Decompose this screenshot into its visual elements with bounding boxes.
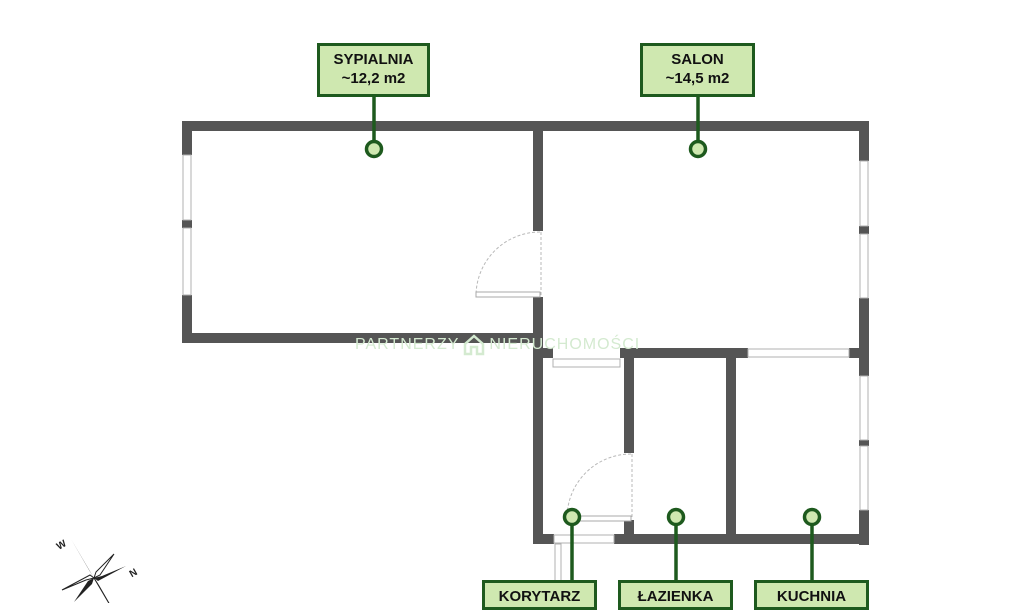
windows xyxy=(182,154,869,603)
wall-bottom xyxy=(614,534,869,544)
wall-right-lower xyxy=(859,440,869,446)
pin-salon xyxy=(688,139,708,159)
wall-right-bottom xyxy=(859,510,869,545)
wall-right-middle2 xyxy=(859,298,869,376)
window-kitchen-2 xyxy=(859,445,869,511)
room-name: KUCHNIA xyxy=(776,588,847,605)
watermark-right: NIERUCHOMOŚCI xyxy=(489,336,641,353)
wall-left-middle xyxy=(182,220,192,228)
room-area: ~14,5 m2 xyxy=(665,70,730,87)
room-markers xyxy=(364,96,822,582)
doors xyxy=(475,231,633,522)
wall-right-upper xyxy=(859,121,869,161)
wall-corridor-bath xyxy=(624,358,634,453)
window-kitchen-1 xyxy=(859,375,869,441)
room-label-salon: SALON ~14,5 m2 xyxy=(640,43,755,97)
wall-bedroom-salon xyxy=(533,121,543,231)
wall-corridor-bath-low xyxy=(624,520,634,542)
pin-korytarz xyxy=(562,507,582,527)
wall-top xyxy=(182,121,869,131)
wall-bedroom-salon-lower xyxy=(533,297,543,542)
window-salon-1 xyxy=(859,160,869,227)
wall-right-middle xyxy=(859,226,869,234)
room-label-sypialnia: SYPIALNIA ~12,2 m2 xyxy=(317,43,430,97)
wall-left-upper xyxy=(182,121,192,155)
window-bedroom-1 xyxy=(182,154,192,221)
room-name: SALON xyxy=(671,51,724,68)
pin-sypialnia xyxy=(364,139,384,159)
watermark: PARTNERZY NIERUCHOMOŚCI xyxy=(355,334,640,356)
wall-bottom-left xyxy=(533,534,554,544)
room-label-lazienka: ŁAZIENKA xyxy=(618,580,733,610)
watermark-left: PARTNERZY xyxy=(355,336,460,353)
compass: W N xyxy=(50,532,150,610)
room-name: ŁAZIENKA xyxy=(637,588,714,605)
opening-salon-corridor xyxy=(552,358,621,368)
wall-salon-bottom-right xyxy=(620,348,748,358)
wall-salon-bottom-left xyxy=(533,348,553,358)
room-area: ~12,2 m2 xyxy=(341,70,406,87)
entrance-door-leaf xyxy=(554,543,562,603)
room-label-kuchnia: KUCHNIA xyxy=(754,580,869,610)
window-bedroom-2 xyxy=(182,227,192,296)
door-arc-bathroom xyxy=(566,453,632,519)
pin-lazienka xyxy=(666,507,686,527)
opening-salon-kitchen xyxy=(747,348,850,358)
entrance-door xyxy=(553,534,615,544)
wall-bedroom-bottom xyxy=(182,333,543,343)
room-label-korytarz: KORYTARZ xyxy=(482,580,597,610)
wall-salon-bottom-end xyxy=(849,348,869,358)
room-name: KORYTARZ xyxy=(498,588,581,605)
wall-bath-kitchen xyxy=(726,358,736,542)
room-name: SYPIALNIA xyxy=(333,51,414,68)
compass-icon xyxy=(61,539,126,610)
door-arc-bedroom xyxy=(475,231,541,297)
pin-kuchnia xyxy=(802,507,822,527)
walls xyxy=(182,121,869,545)
house-icon xyxy=(463,334,485,356)
wall-left-lower xyxy=(182,295,192,343)
door-leaf-bedroom xyxy=(475,291,541,298)
window-salon-2 xyxy=(859,233,869,299)
